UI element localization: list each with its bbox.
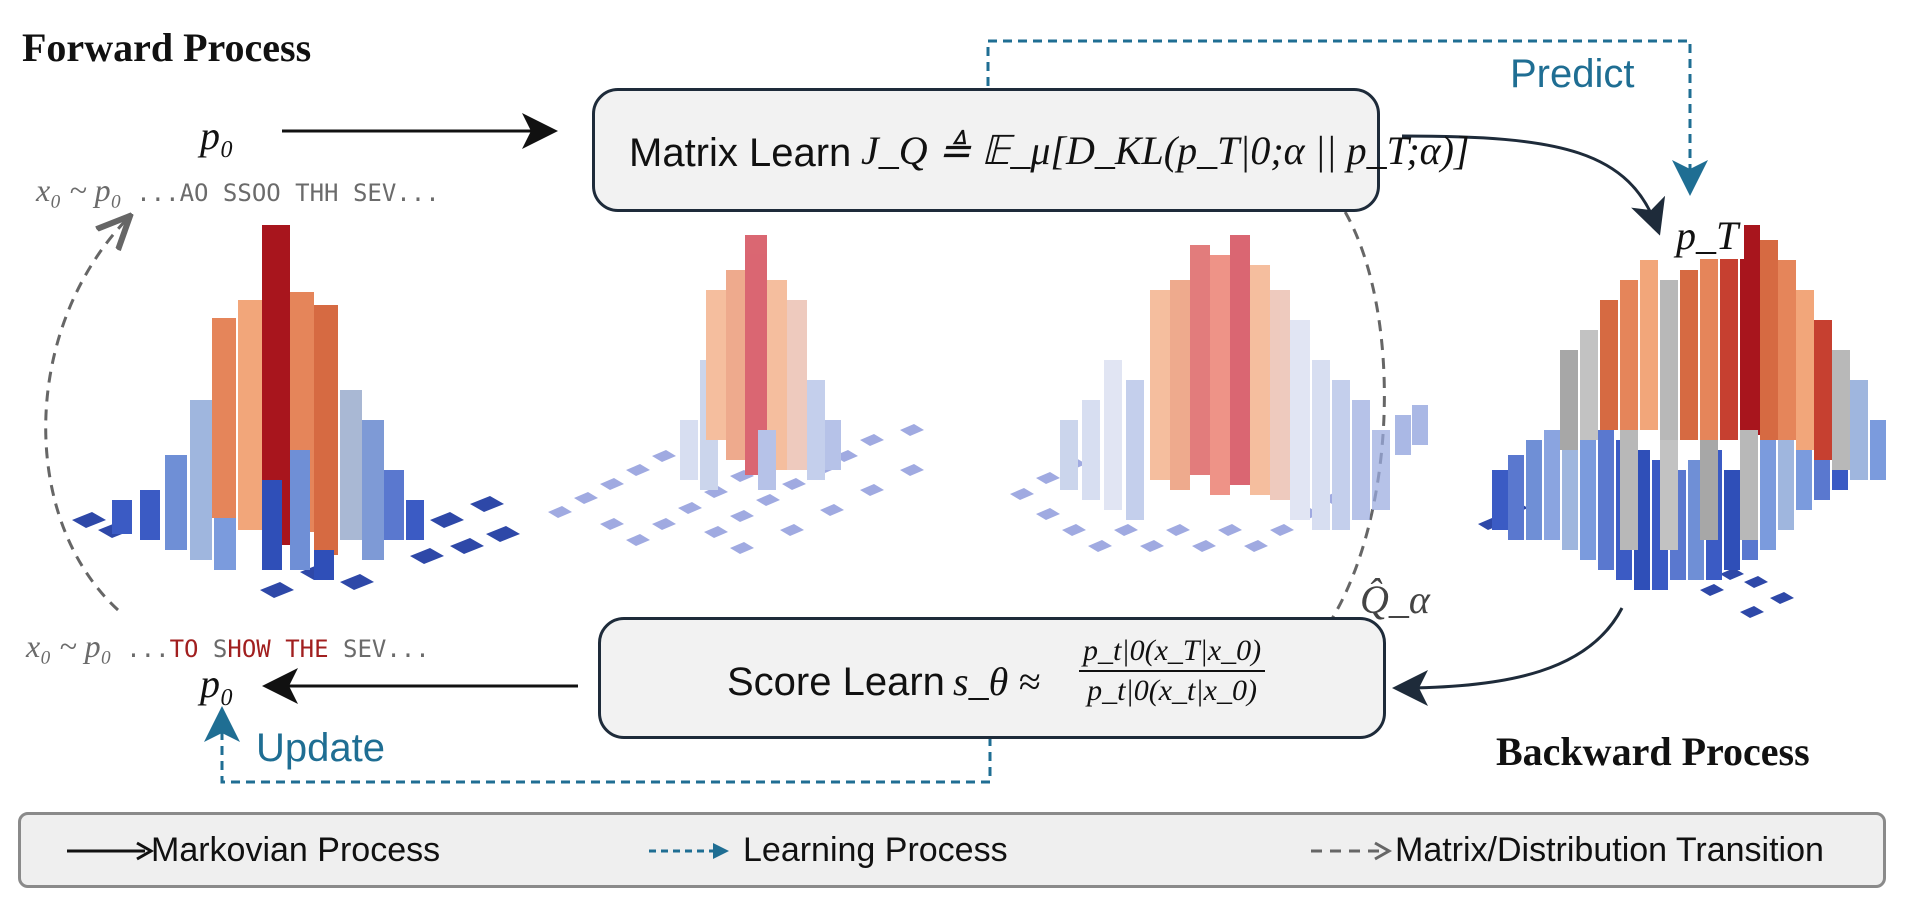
histogram-intermediate-1-icon bbox=[548, 235, 924, 554]
tokens-bottom-part-5: THE bbox=[285, 635, 329, 663]
score-fraction-denominator: p_t|0(x_t|x_0) bbox=[1087, 674, 1257, 707]
score-learn-label: Score Learn bbox=[727, 660, 945, 704]
legend-markovian: Markovian Process bbox=[151, 831, 441, 869]
transition-arrow-icon bbox=[1311, 841, 1393, 861]
tokens-bottom-part-0: ... bbox=[126, 635, 170, 663]
matrix-learn-formula: J_Q ≜ 𝔼_μ[D_KL(p_T|0;α || p_T;α)] bbox=[861, 127, 1470, 174]
left-dashed-loop bbox=[44, 218, 128, 612]
histogram-target-icon bbox=[1478, 225, 1886, 618]
arrow-matrix-to-pT bbox=[1401, 134, 1666, 236]
arrow-backward-to-score bbox=[1392, 607, 1624, 706]
forward-process-title: Forward Process bbox=[22, 25, 312, 70]
predict-dashed-arrow bbox=[986, 39, 1708, 196]
q-alpha-dashed-curve bbox=[1302, 195, 1386, 658]
predict-label: Predict bbox=[1510, 52, 1635, 96]
tokens-bottom-prefix: x₀ ~ p₀ bbox=[26, 628, 112, 664]
q-alpha-label: Q̂_α bbox=[1360, 577, 1430, 622]
tokens-top-prefix: x₀ ~ p₀ bbox=[36, 172, 122, 208]
p0-top-label: p₀ bbox=[200, 113, 234, 158]
update-dashed-arrow bbox=[204, 706, 992, 784]
legend: Markovian Process Learning Process Matri… bbox=[18, 812, 1886, 888]
tokens-bottom-part-4 bbox=[271, 635, 285, 663]
score-learn-box: Score Learn s_θ ≈ p_t|0(x_T|x_0) p_t|0(x… bbox=[598, 617, 1386, 739]
legend-learning: Learning Process bbox=[743, 831, 1008, 869]
learning-arrow-icon bbox=[649, 843, 729, 859]
tokens-top-text: ...AO SSOO THH SEV... bbox=[136, 179, 440, 207]
score-learn-fraction: p_t|0(x_T|x_0) p_t|0(x_t|x_0) bbox=[1079, 634, 1266, 708]
score-learn-lhs: s_θ ≈ bbox=[953, 659, 1041, 704]
p0-bottom-label: p₀ bbox=[200, 661, 234, 706]
tokens-bottom-part-6: SEV... bbox=[328, 635, 430, 663]
histogram-source-icon bbox=[72, 225, 520, 598]
matrix-learn-label: Matrix Learn bbox=[629, 131, 852, 175]
pT-label: p_T bbox=[1670, 212, 1745, 259]
tokens-bottom-part-3: HOW bbox=[227, 635, 271, 663]
tokens-top: x₀ ~ p₀ ...AO SSOO THH SEV... bbox=[36, 172, 440, 209]
update-label: Update bbox=[256, 726, 385, 770]
matrix-learn-box: Matrix Learn J_Q ≜ 𝔼_μ[D_KL(p_T|0;α || p… bbox=[592, 88, 1470, 212]
tokens-bottom: x₀ ~ p₀ ...TO SHOW THE SEV... bbox=[26, 628, 430, 665]
tokens-bottom-part-2: S bbox=[198, 635, 228, 663]
legend-transition: Matrix/Distribution Transition bbox=[1395, 831, 1824, 869]
tokens-bottom-part-1: TO bbox=[169, 635, 199, 663]
matrix-formula-text: J_Q ≜ 𝔼_μ[D_KL(p_T|0;α || p_T;α)] bbox=[861, 128, 1470, 173]
histogram-intermediate-2-icon bbox=[1010, 235, 1428, 552]
markovian-arrow-icon bbox=[67, 841, 155, 861]
score-fraction-numerator: p_t|0(x_T|x_0) bbox=[1079, 634, 1266, 672]
backward-process-title: Backward Process bbox=[1496, 729, 1810, 774]
